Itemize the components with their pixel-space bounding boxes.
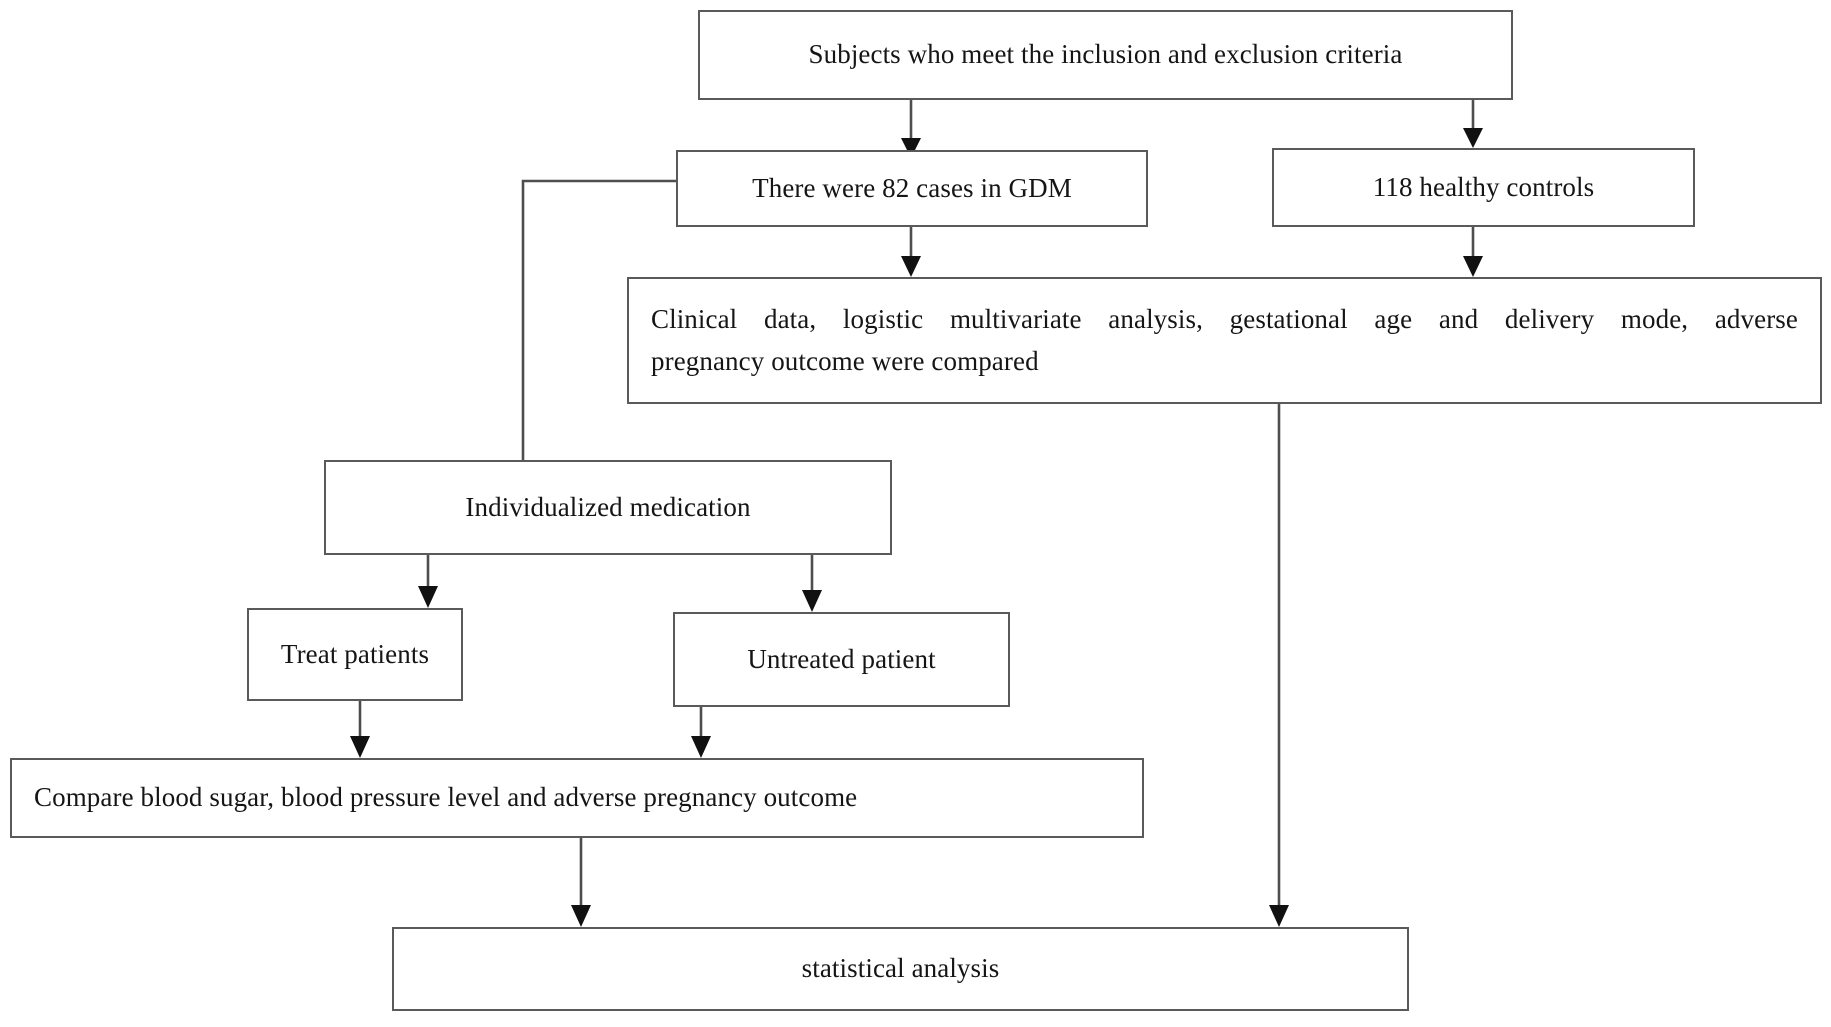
edge-compare-to-statistics [571, 838, 591, 927]
node-individualized-medication-label: Individualized medication [465, 491, 751, 522]
edge-treated-to-compare [350, 701, 370, 758]
node-treat-patients[interactable]: Treat patients [247, 608, 463, 701]
node-healthy-controls-label: 118 healthy controls [1372, 171, 1595, 202]
edge-untreated-to-compare [691, 707, 711, 758]
node-clinical-analysis-line2: pregnancy outcome were compared [651, 345, 1039, 376]
node-individualized-medication[interactable]: Individualized medication [324, 460, 892, 555]
edge-clinical-to-statistics [1269, 404, 1289, 927]
edge-medication-to-treated [418, 555, 438, 608]
node-clinical-analysis-label: Clinical data, logistic multivariate ana… [629, 299, 1820, 383]
node-statistical-analysis[interactable]: statistical analysis [392, 927, 1409, 1011]
node-compare-outcomes-label: Compare blood sugar, blood pressure leve… [34, 782, 858, 813]
node-gdm-cases-label: There were 82 cases in GDM [752, 172, 1072, 203]
edge-controls-to-clinical [1463, 227, 1483, 277]
node-statistical-analysis-label: statistical analysis [801, 953, 1000, 984]
edge-inclusion-to-controls [1463, 100, 1483, 148]
node-untreated-patient[interactable]: Untreated patient [673, 612, 1010, 707]
node-untreated-patient-label: Untreated patient [747, 643, 936, 674]
node-treat-patients-label: Treat patients [280, 638, 430, 669]
node-clinical-analysis-line1: Clinical data, logistic multivariate ana… [651, 303, 1798, 334]
edge-gdm-to-clinical [901, 227, 921, 277]
node-healthy-controls[interactable]: 118 healthy controls [1272, 148, 1695, 227]
node-clinical-analysis[interactable]: Clinical data, logistic multivariate ana… [627, 277, 1822, 404]
node-inclusion-criteria[interactable]: Subjects who meet the inclusion and excl… [698, 10, 1513, 100]
node-inclusion-criteria-label: Subjects who meet the inclusion and excl… [808, 39, 1403, 70]
node-compare-outcomes[interactable]: Compare blood sugar, blood pressure leve… [10, 758, 1144, 838]
edge-medication-to-untreated [802, 555, 822, 612]
node-gdm-cases[interactable]: There were 82 cases in GDM [676, 150, 1148, 227]
